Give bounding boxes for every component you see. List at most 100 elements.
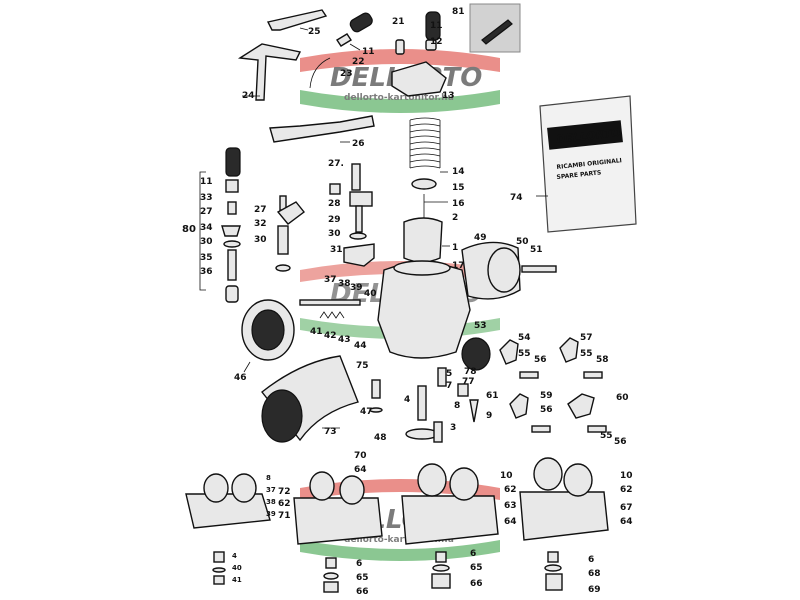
callout-number: 35 — [200, 253, 213, 263]
callout-number: 81 — [452, 7, 465, 17]
washer-part — [349, 232, 367, 240]
nut-part — [329, 183, 341, 195]
choke-lever-part — [276, 201, 305, 225]
washer-part — [432, 564, 450, 572]
drain-plug-part — [547, 551, 559, 563]
washer-part — [212, 567, 226, 573]
washer-part — [223, 240, 241, 248]
callout-number: 63 — [504, 501, 517, 511]
callout-number: 38 — [338, 279, 351, 289]
callout-number: 23 — [340, 69, 353, 79]
callout-number: 5 — [446, 369, 452, 379]
callout-number: 1 — [452, 243, 458, 253]
parts-packet: DELLORTO RICAMBI ORIGINALI SPARE PARTS — [539, 95, 637, 233]
callout-number: 6 — [356, 559, 362, 569]
screw-part — [299, 299, 361, 306]
callout-number: 32 — [254, 219, 267, 229]
callout-number: 6 — [588, 555, 594, 565]
callout-number: 64 — [620, 517, 633, 527]
callout-number: 10 — [500, 471, 513, 481]
callout-number: 41 — [232, 576, 242, 584]
drain-plug-part — [545, 573, 563, 591]
velocity-stack-mouth-part — [261, 389, 303, 443]
callout-number: 15 — [452, 183, 465, 193]
callout-number: 11 — [362, 47, 375, 57]
throttle-slide-part — [403, 217, 443, 263]
callout-number: 42 — [324, 331, 337, 341]
screw-part — [351, 163, 361, 191]
callout-number: 69 — [588, 585, 601, 595]
callout-number: 62 — [620, 485, 633, 495]
rubber-cap-part — [225, 147, 241, 177]
cable-tube-part — [309, 57, 331, 89]
bolt-part — [521, 265, 557, 273]
drain-plug-part — [213, 551, 225, 563]
callout-number: 47 — [360, 407, 373, 417]
callout-number: 70 — [354, 451, 367, 461]
callout-number: 16 — [452, 199, 465, 209]
callout-number: 40 — [232, 564, 242, 572]
packet-line-2: SPARE PARTS — [556, 169, 601, 181]
callout-number: 66 — [470, 579, 483, 589]
callout-number: 9 — [486, 411, 492, 421]
top-cover-part — [391, 61, 447, 97]
callout-number: 64 — [354, 465, 367, 475]
callout-number: 3 — [450, 423, 456, 433]
jet-part — [457, 383, 469, 397]
washer-part — [369, 407, 383, 413]
callout-number: 64 — [504, 517, 517, 527]
callout-number: 30 — [200, 237, 213, 247]
lever-part — [349, 191, 373, 207]
washer-part — [275, 264, 291, 272]
callout-number: 51 — [530, 245, 543, 255]
screw-part — [227, 201, 237, 215]
float-bowl-group-2 — [293, 471, 383, 545]
watermark-site-top: dellorto-kartonitor.hu — [344, 93, 454, 103]
plug-part — [225, 285, 239, 303]
banjo-fitting-part — [559, 337, 579, 363]
callout-number: 67 — [620, 503, 633, 513]
plunger-part — [277, 225, 289, 255]
callout-number: 6 — [470, 549, 476, 559]
screw-part — [355, 205, 363, 233]
callout-number: 57 — [580, 333, 593, 343]
air-filter-inner-part — [251, 309, 285, 351]
bolt-part — [583, 371, 603, 379]
callout-number: 29 — [328, 215, 341, 225]
callout-number: 27. — [328, 159, 344, 169]
callout-number: 74 — [510, 193, 523, 203]
callout-number: 31 — [330, 245, 343, 255]
callout-number: 54 — [518, 333, 531, 343]
callout-number: 71 — [278, 511, 291, 521]
callout-number: 59 — [540, 391, 553, 401]
callout-number: 55 — [600, 431, 613, 441]
banjo-fitting-part — [499, 339, 519, 365]
group-bracket — [199, 171, 206, 291]
float-bowl-group-4 — [519, 457, 609, 541]
callout-number: 30 — [328, 229, 341, 239]
bolt-part — [531, 425, 551, 433]
bracket-part — [343, 243, 375, 267]
inset-box — [469, 3, 521, 53]
callout-number: 39 — [266, 510, 276, 518]
callout-number: 41 — [310, 327, 323, 337]
callout-number: 25 — [308, 27, 321, 37]
jet-part — [437, 367, 447, 387]
callout-number: 14 — [452, 167, 465, 177]
callout-number: 58 — [596, 355, 609, 365]
throttle-lever-part — [269, 115, 375, 143]
screw-part — [395, 39, 405, 55]
banjo-fitting-part — [567, 393, 595, 419]
callout-number: 66 — [356, 587, 369, 597]
callout-number: 40 — [364, 289, 377, 299]
callout-number: 49 — [474, 233, 487, 243]
drain-plug-part — [213, 575, 225, 585]
callout-number: 56 — [540, 405, 553, 415]
callout-number: 72 — [278, 487, 291, 497]
callout-number: 38 — [266, 498, 276, 506]
callout-number: 13 — [442, 91, 455, 101]
callout-number: 61 — [486, 391, 499, 401]
needle-jet-part — [481, 19, 513, 45]
clip-part — [411, 178, 437, 190]
callout-number: 22 — [352, 57, 365, 67]
